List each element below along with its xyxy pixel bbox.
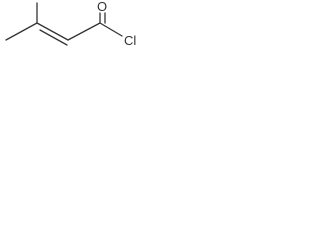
bond-methyl-upper <box>5 22 38 41</box>
bond-c2-c1 <box>67 22 101 41</box>
bond-alkene-inner <box>39 29 68 46</box>
bond-c1-cl <box>99 22 123 37</box>
structural-formula: O Cl <box>5 0 136 48</box>
oxygen-label: O <box>97 0 107 14</box>
chlorine-label: Cl <box>124 33 136 48</box>
bond-alkene <box>36 22 69 41</box>
